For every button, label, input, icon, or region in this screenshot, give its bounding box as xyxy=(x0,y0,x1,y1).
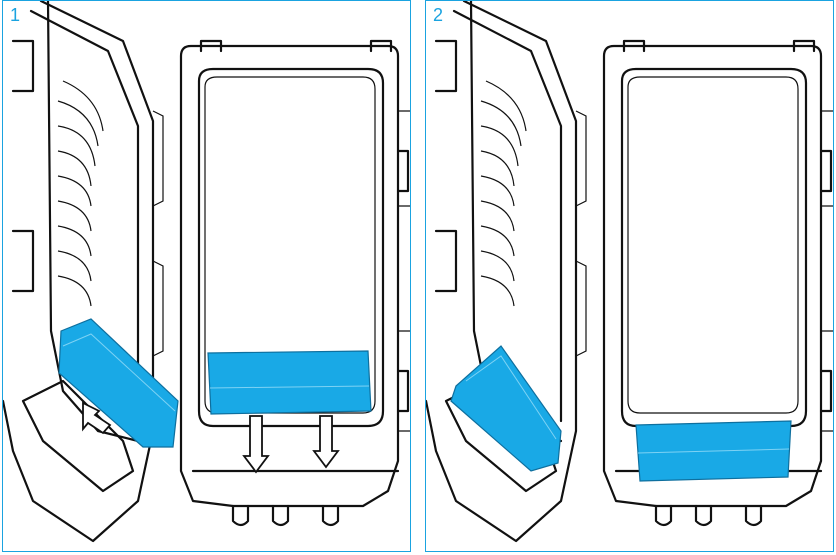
step-1-panel: 1 xyxy=(2,0,411,552)
down-arrows xyxy=(242,415,340,474)
filter-part-tub xyxy=(635,420,792,482)
filter-part-door xyxy=(450,345,562,472)
filter-part-tub xyxy=(207,350,372,415)
remove-arrow xyxy=(82,401,112,435)
step-number: 2 xyxy=(430,5,447,25)
step-number: 1 xyxy=(7,5,24,25)
tub-frame xyxy=(179,39,410,527)
step-1-illustration xyxy=(3,1,410,543)
step-2-panel: 2 xyxy=(425,0,834,552)
filter-part-door xyxy=(58,318,179,448)
step-2-illustration xyxy=(426,1,833,543)
open-door xyxy=(426,1,587,543)
open-door xyxy=(3,1,164,543)
